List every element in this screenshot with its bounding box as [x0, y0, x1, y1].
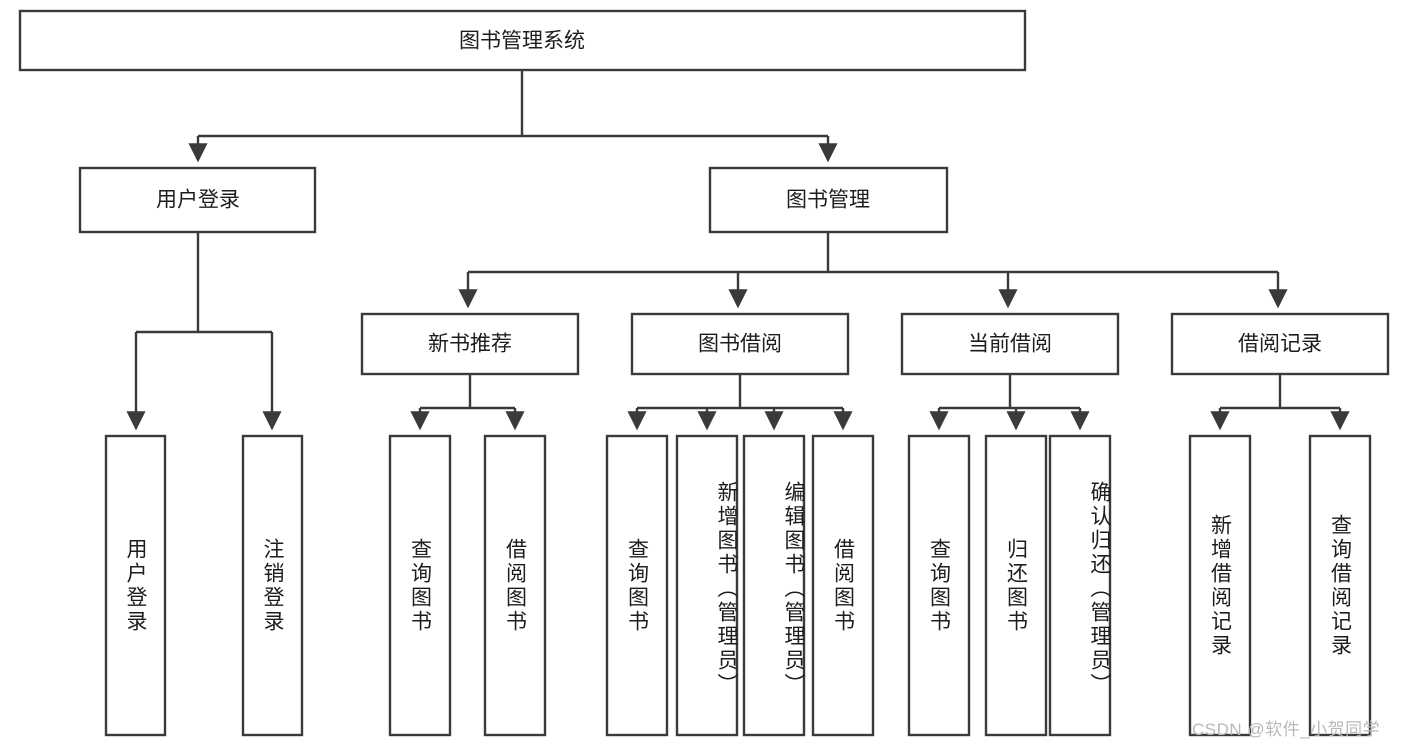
leaf-box-return-book[interactable]	[984, 434, 1048, 737]
leaf-box-query-book-current[interactable]	[907, 434, 971, 737]
node-user-login[interactable]: 用户登录	[78, 166, 317, 234]
leaf-box-query-borrow-record[interactable]	[1308, 434, 1372, 737]
node-borrow-record-box[interactable]	[1170, 312, 1390, 376]
node-current-borrow-box[interactable]	[900, 312, 1120, 376]
node-current-borrow[interactable]: 当前借阅	[900, 312, 1120, 376]
node-current-borrow-label: 当前借阅	[968, 333, 1052, 356]
leaf-box-edit-book-admin[interactable]	[742, 434, 806, 737]
leaf-box-confirm-return-admin[interactable]	[1048, 434, 1112, 737]
node-book-management-box[interactable]	[708, 166, 949, 234]
node-book-borrow-box[interactable]	[630, 312, 850, 376]
leaf-box-user-login[interactable]	[104, 434, 167, 737]
connectors	[126, 70, 1350, 431]
node-book-management[interactable]: 图书管理	[708, 166, 949, 234]
node-new-book-recommend-box[interactable]	[360, 312, 580, 376]
leaf-box-logout[interactable]	[241, 434, 304, 737]
node-book-management-label: 图书管理	[786, 189, 870, 212]
node-root[interactable]: 图书管理系统	[18, 9, 1027, 72]
node-borrow-record-label: 借阅记录	[1238, 333, 1322, 356]
node-borrow-record[interactable]: 借阅记录	[1170, 312, 1390, 376]
node-new-book-recommend[interactable]: 新书推荐	[360, 312, 580, 376]
csdn-watermark: CSDN @软件_小贺同学	[1192, 720, 1381, 739]
leaf-box-add-borrow-record[interactable]	[1188, 434, 1252, 737]
leaf-box-borrow-book[interactable]	[811, 434, 875, 737]
node-book-borrow-label: 图书借阅	[698, 333, 782, 356]
leaf-box-query-book-borrow[interactable]	[605, 434, 669, 737]
leaf-box-borrow-book-rec[interactable]	[483, 434, 547, 737]
node-root-box[interactable]	[18, 9, 1027, 72]
leaf-box-add-book-admin[interactable]	[675, 434, 739, 737]
node-root-label: 图书管理系统	[459, 30, 585, 53]
leaf-boxes[interactable]	[104, 434, 1372, 737]
node-user-login-box[interactable]	[78, 166, 317, 234]
node-new-book-recommend-label: 新书推荐	[428, 333, 512, 356]
node-book-borrow[interactable]: 图书借阅	[630, 312, 850, 376]
node-user-login-label: 用户登录	[156, 189, 240, 212]
leaf-box-query-book-rec[interactable]	[388, 434, 452, 737]
